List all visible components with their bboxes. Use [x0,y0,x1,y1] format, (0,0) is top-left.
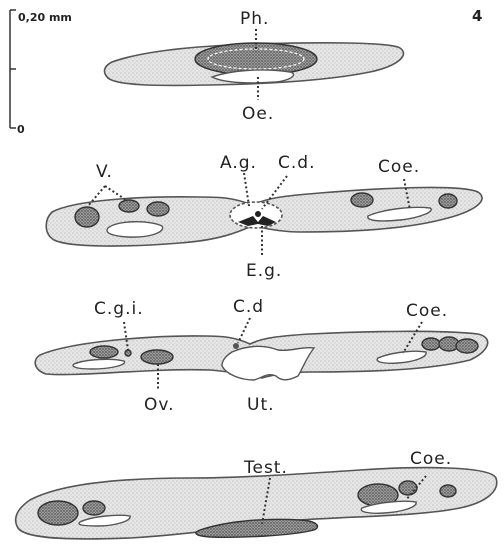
uterus-lumen [222,346,314,380]
label-testis: Test. [243,458,288,478]
label-coelom-4: Coe. [410,449,452,469]
vitellarium-10 [38,501,78,525]
scale-bar: 0,20 mm 0 [10,10,72,136]
label-ovary: Ov. [144,395,175,415]
label-c-g-i: C.g.i. [94,299,144,319]
vitellarium-7 [422,338,440,350]
figure-number: 4 [472,7,482,25]
label-ejaculatory: E.g. [246,261,282,281]
label-oesophagus: Oe. [242,104,274,124]
ovary [141,350,173,364]
label-ductus-2: C.d. [278,153,315,173]
label-genital-atrium: A.g. [220,153,257,173]
section-ovary: C.g.i. C.d Coe. Ov. Ut. [35,297,488,415]
vitellarium-11 [83,501,105,515]
vitellarium-14 [440,485,456,497]
vitellarium-5 [439,194,457,208]
vitellarium-1 [75,207,99,227]
section-testis: Test. Coe. [16,449,497,539]
vitellarium-13 [399,481,417,495]
vitellarium-3 [147,202,169,216]
label-coelom-2: Coe. [378,157,420,177]
section-pharynx: Ph. Oe. [105,9,404,124]
label-uterus: Ut. [247,395,275,415]
scale-bar-top-label: 0,20 mm [18,11,72,24]
vitellarium-2 [119,200,139,212]
c-g-i-dot [125,350,131,356]
label-coelom-3: Coe. [406,301,448,321]
label-ductus-3: C.d [233,297,264,317]
section-atrium: V. A.g. C.d. Coe. E.g. [46,153,482,281]
scale-bar-bottom-label: 0 [17,123,25,136]
vitellarium-6 [90,346,118,358]
label-pharynx: Ph. [240,9,269,29]
label-vitellaria: V. [96,162,113,182]
vitellarium-9 [456,339,478,353]
vitellarium-4 [351,193,373,207]
lumen-left-2 [107,222,163,237]
